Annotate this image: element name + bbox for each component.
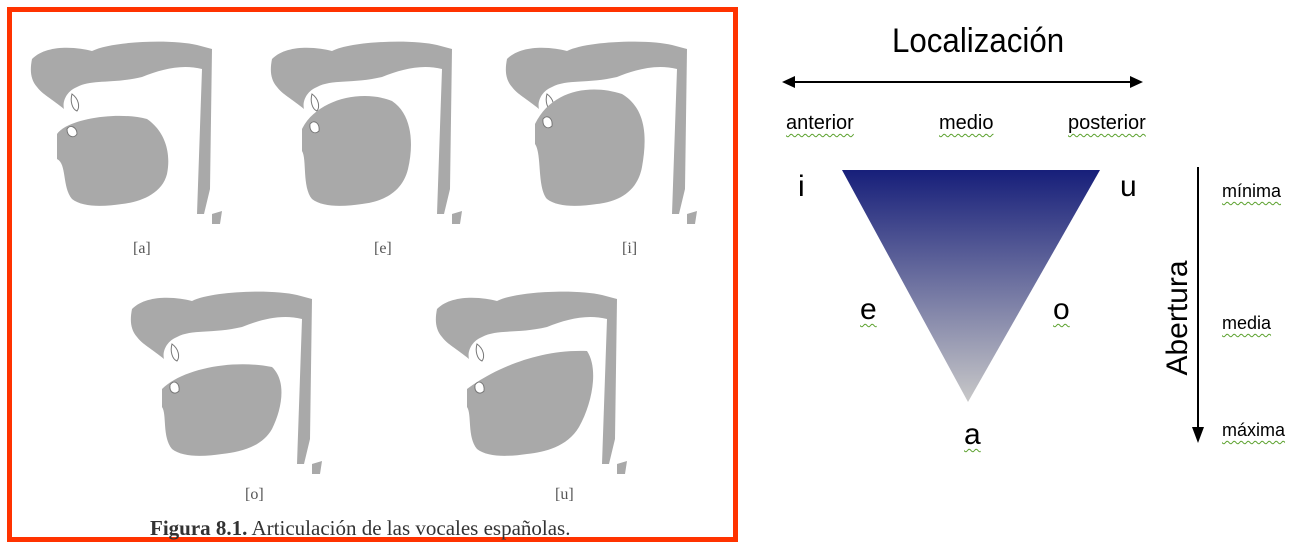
horizontal-arrow: [780, 70, 1145, 94]
openness-axis-label: Abertura: [1161, 260, 1195, 375]
vowel-triangle: [840, 168, 1102, 404]
openness-maxima: máxima: [1222, 420, 1285, 441]
figure-caption: Figura 8.1. Articulación de las vocales …: [150, 516, 570, 541]
figure-caption-number: Figura 8.1.: [150, 516, 247, 540]
position-anterior: anterior: [786, 112, 854, 135]
vowel-i: i: [798, 170, 805, 204]
vowel-e: e: [860, 293, 877, 327]
vowel-o: o: [1053, 293, 1070, 327]
sagittal-diagram-o: [122, 289, 332, 479]
localization-title: Localización: [892, 22, 1064, 61]
openness-media: media: [1222, 313, 1271, 334]
sagittal-diagram-e: [262, 39, 472, 229]
position-medio: medio: [939, 112, 993, 135]
sagittal-diagram-a: [22, 39, 232, 229]
figure-label-i: [i]: [622, 240, 637, 258]
figure-label-o: [o]: [245, 486, 264, 504]
figure-frame: [a] [e] [i] [o] [u] Figura 8.1. Articula…: [7, 7, 738, 542]
vowel-u: u: [1120, 170, 1137, 204]
sagittal-diagram-u: [427, 289, 637, 479]
openness-minima: mínima: [1222, 181, 1281, 202]
sagittal-diagram-i: [497, 39, 707, 229]
vowel-a: a: [964, 418, 981, 452]
figure-caption-text: Articulación de las vocales españolas.: [252, 516, 571, 540]
figure-label-a: [a]: [133, 240, 151, 258]
position-posterior: posterior: [1068, 112, 1146, 135]
figure-label-e: [e]: [374, 240, 392, 258]
figure-label-u: [u]: [555, 486, 574, 504]
vowel-triangle-diagram: Localización anterior medio posterior i …: [760, 0, 1303, 551]
